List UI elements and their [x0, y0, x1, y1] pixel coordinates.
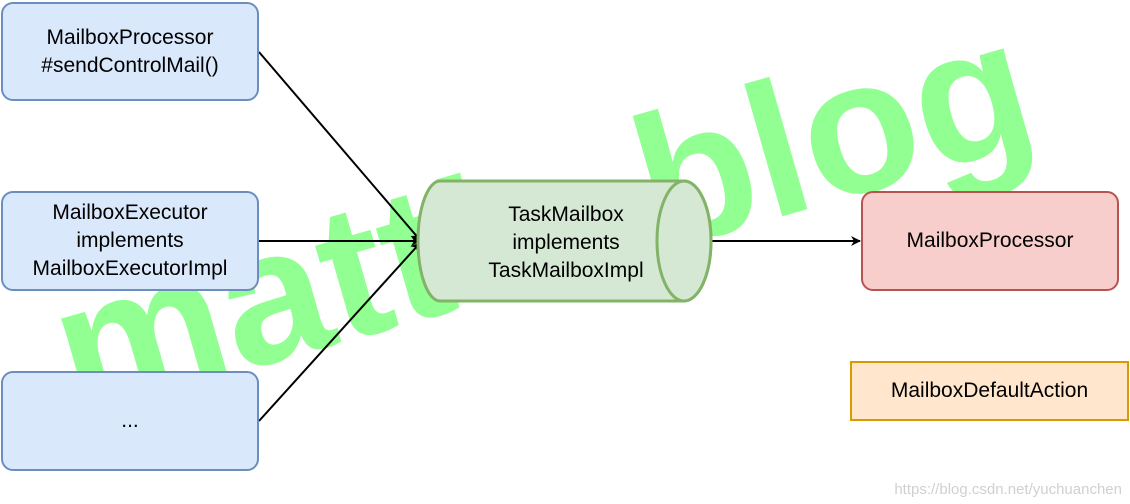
source2-line1: MailboxExecutor	[52, 201, 208, 224]
source1-line2: #sendControlMail()	[41, 53, 219, 77]
edge-source3-to-mailbox	[258, 242, 421, 422]
source3-line1: ...	[121, 409, 139, 432]
mailbox-processor-target-box: MailboxProcessor	[861, 191, 1119, 291]
source2-line2: implements	[76, 229, 184, 252]
mailbox-line3: TaskMailboxImpl	[488, 259, 644, 282]
mailbox-executor-box: MailboxExecutor implements MailboxExecut…	[1, 191, 259, 291]
task-mailbox-label: TaskMailbox implements TaskMailboxImpl	[430, 200, 702, 286]
default-action-label: MailboxDefaultAction	[890, 379, 1089, 402]
mailbox-default-action-box: MailboxDefaultAction	[850, 361, 1129, 421]
source2-line3: MailboxExecutorImpl	[32, 257, 228, 280]
processor-label: MailboxProcessor	[906, 229, 1074, 252]
other-sources-box: ...	[1, 371, 259, 471]
mailbox-processor-source-box: MailboxProcessor #sendControlMail()	[1, 2, 259, 101]
edge-source1-to-mailbox	[258, 51, 421, 241]
watermark-url: https://blog.csdn.net/yuchuanchen	[894, 481, 1122, 498]
mailbox-line2: implements	[512, 231, 620, 254]
task-mailbox-cylinder	[416, 179, 713, 303]
mailbox-line1: TaskMailbox	[508, 203, 624, 226]
source1-line1: MailboxProcessor	[46, 25, 214, 49]
